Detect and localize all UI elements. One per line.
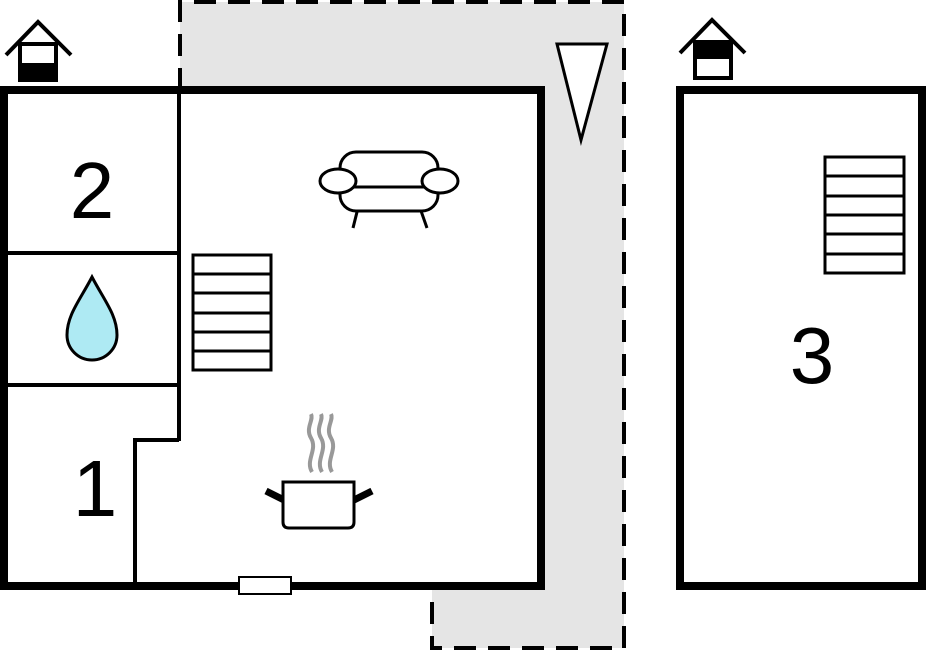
stairs-icon bbox=[823, 155, 906, 275]
stairs-icon bbox=[191, 253, 273, 372]
house-ground-floor-icon bbox=[4, 19, 73, 82]
room-label-1: 1 bbox=[73, 444, 118, 533]
north-arrow-icon bbox=[555, 42, 609, 146]
water-drop-icon bbox=[65, 273, 119, 362]
cooking-pot-icon bbox=[264, 413, 374, 530]
sofa-icon bbox=[318, 150, 460, 229]
room-label-3: 3 bbox=[790, 311, 835, 400]
house-upper-floor-icon bbox=[678, 17, 747, 80]
room-label-2: 2 bbox=[70, 146, 115, 235]
window bbox=[238, 576, 292, 595]
